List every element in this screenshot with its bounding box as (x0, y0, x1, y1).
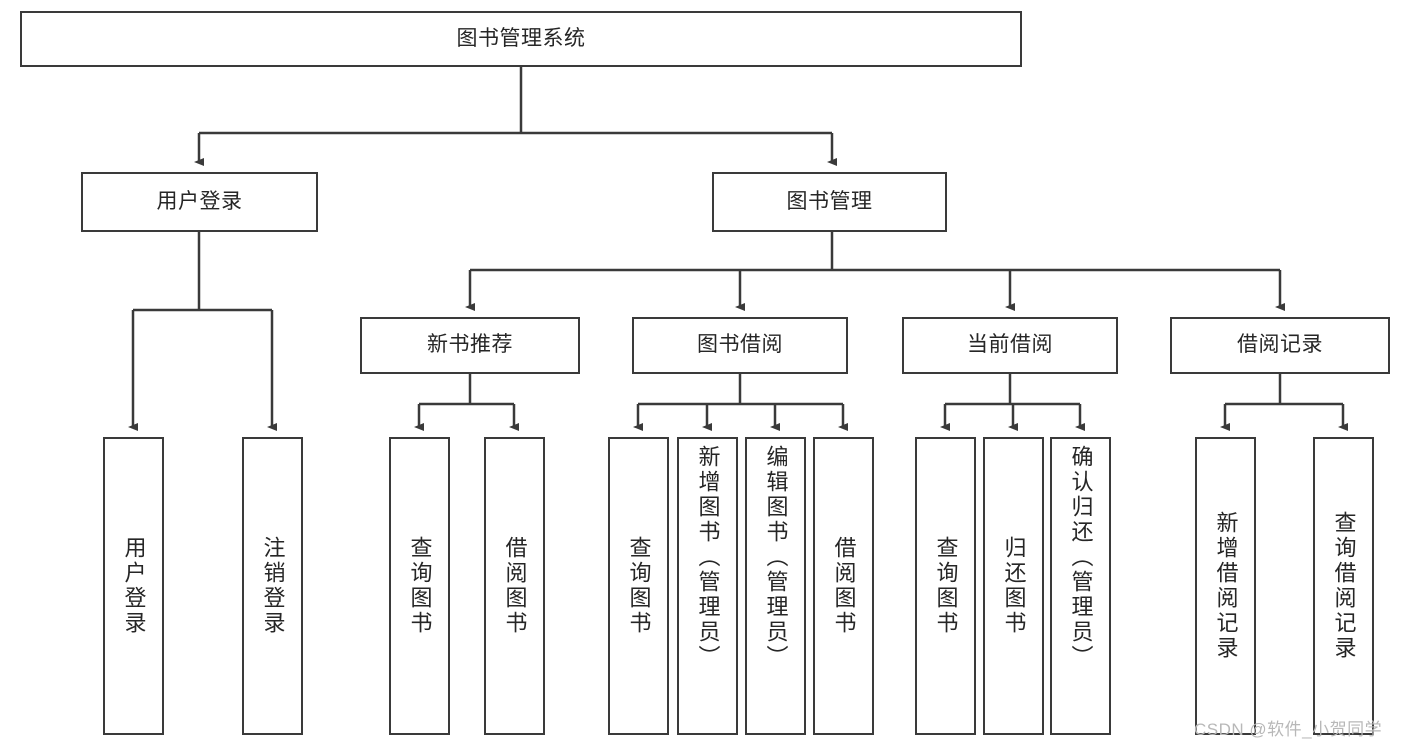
node-book-management-label: 图书管理 (786, 189, 873, 213)
leaf-user-login-signout[interactable]: 注销登录 (242, 437, 303, 735)
leaf-borrow-query[interactable]: 查询图书 (608, 437, 669, 735)
node-user-login-label: 用户登录 (156, 189, 243, 213)
leaf-current-return[interactable]: 归还图书 (983, 437, 1044, 735)
node-new-book-recommend-label: 新书推荐 (427, 333, 513, 357)
leaf-records-query[interactable]: 查询借阅记录 (1313, 437, 1374, 735)
leaf-current-confirm-return[interactable]: 确认归还（管理员） (1050, 437, 1111, 735)
leaf-new-book-borrow[interactable]: 借阅图书 (484, 437, 545, 735)
node-current-borrow[interactable]: 当前借阅 (902, 317, 1118, 374)
leaf-new-book-query-label: 查询图书 (407, 536, 433, 636)
leaf-records-add[interactable]: 新增借阅记录 (1195, 437, 1256, 735)
leaf-user-login-signout-label: 注销登录 (260, 536, 286, 636)
leaf-borrow-add-book-label: 新增图书（管理员） (695, 445, 721, 670)
leaf-new-book-query[interactable]: 查询图书 (389, 437, 450, 735)
leaf-new-book-borrow-label: 借阅图书 (502, 536, 528, 636)
node-borrow-records[interactable]: 借阅记录 (1170, 317, 1390, 374)
leaf-current-query-label: 查询图书 (933, 536, 959, 636)
leaf-current-confirm-return-label: 确认归还（管理员） (1068, 445, 1094, 670)
node-root-label: 图书管理系统 (456, 26, 586, 50)
leaf-user-login-signin[interactable]: 用户登录 (103, 437, 164, 735)
leaf-borrow-query-label: 查询图书 (626, 536, 652, 636)
leaf-records-add-label: 新增借阅记录 (1213, 511, 1239, 661)
node-new-book-recommend[interactable]: 新书推荐 (360, 317, 580, 374)
leaf-borrow-edit-book-label: 编辑图书（管理员） (763, 445, 789, 670)
node-borrow-records-label: 借阅记录 (1237, 333, 1323, 357)
node-current-borrow-label: 当前借阅 (967, 333, 1053, 357)
leaf-borrow-add-book[interactable]: 新增图书（管理员） (677, 437, 738, 735)
leaf-current-query[interactable]: 查询图书 (915, 437, 976, 735)
leaf-borrow-borrow-book-label: 借阅图书 (831, 536, 857, 636)
node-book-management[interactable]: 图书管理 (712, 172, 947, 232)
node-root[interactable]: 图书管理系统 (20, 11, 1022, 67)
node-book-borrow[interactable]: 图书借阅 (632, 317, 848, 374)
leaf-borrow-edit-book[interactable]: 编辑图书（管理员） (745, 437, 806, 735)
node-user-login[interactable]: 用户登录 (81, 172, 318, 232)
leaf-user-login-signin-label: 用户登录 (121, 536, 147, 636)
leaf-current-return-label: 归还图书 (1001, 536, 1027, 636)
leaf-borrow-borrow-book[interactable]: 借阅图书 (813, 437, 874, 735)
node-book-borrow-label: 图书借阅 (697, 333, 783, 357)
leaf-records-query-label: 查询借阅记录 (1331, 511, 1357, 661)
